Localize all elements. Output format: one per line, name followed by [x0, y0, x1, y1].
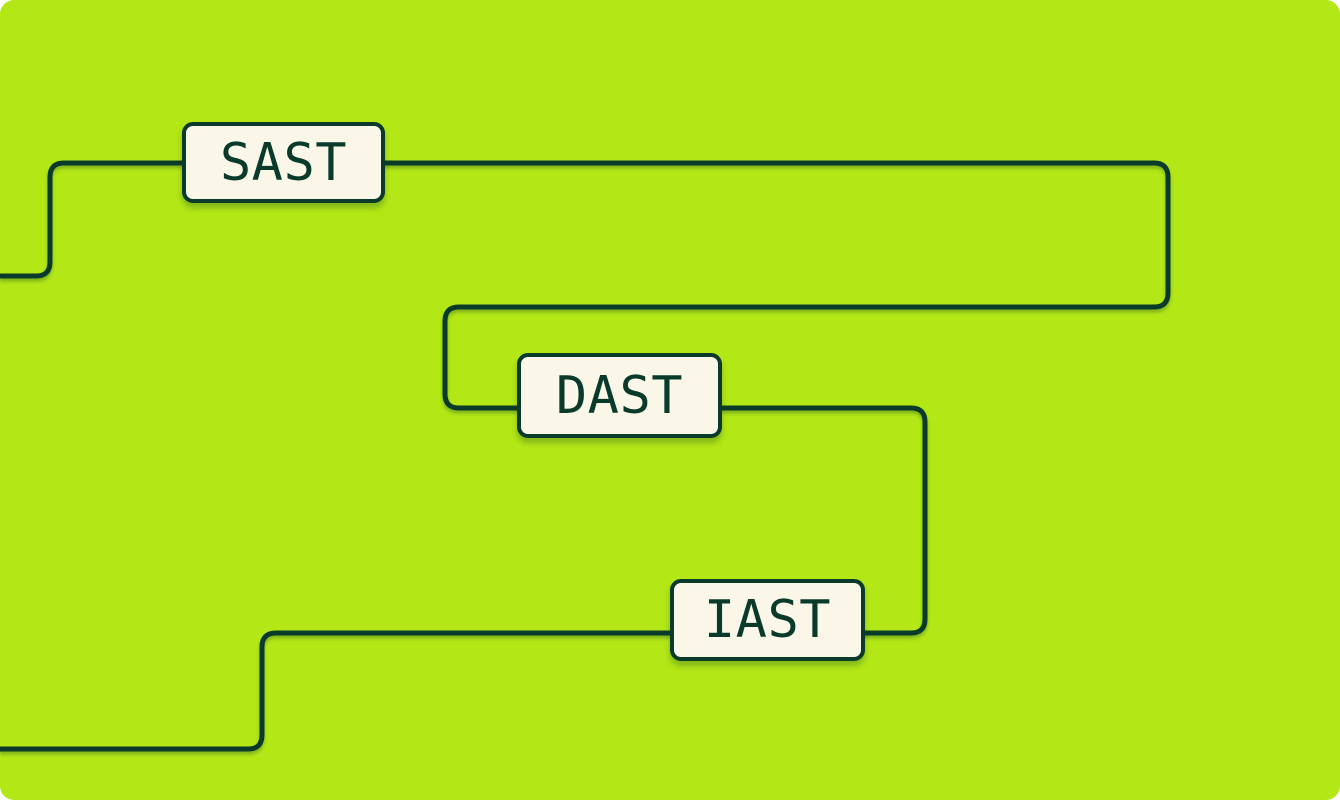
node-sast-label: SAST [219, 132, 348, 193]
connector-path [0, 160, 1171, 752]
node-dast: DAST [517, 353, 722, 438]
node-iast: IAST [670, 579, 865, 661]
node-iast-label: IAST [703, 590, 832, 650]
node-sast: SAST [182, 122, 385, 203]
node-dast-label: DAST [555, 365, 684, 426]
